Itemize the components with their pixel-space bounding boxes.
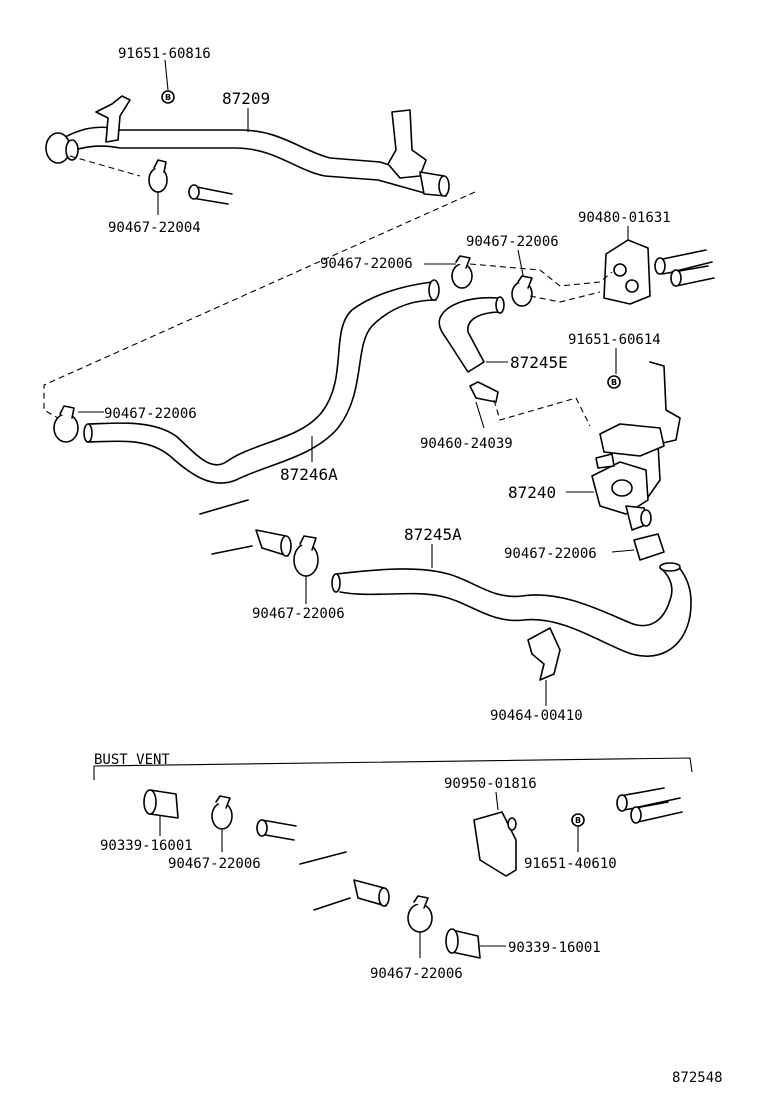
pipe-stub-bust-2 (313, 879, 390, 911)
label-90467-22004: 90467-22004 (108, 220, 201, 236)
label-90950-01816: 90950-01816 (444, 776, 537, 792)
label-90339-16001-a: 90339-16001 (100, 838, 193, 854)
clamp-90467-22006-g (407, 895, 433, 958)
label-87245A: 87245A (404, 525, 462, 544)
cap-90339-16001-b (445, 928, 506, 959)
hose-87245E (438, 296, 505, 373)
figure-number: 872548 (672, 1070, 723, 1086)
svg-text:B: B (575, 816, 581, 825)
clamp-90467-22006-e (293, 535, 319, 604)
section-bracket (93, 757, 693, 780)
label-90467-22006-b: 90467-22006 (320, 256, 413, 272)
label-87240: 87240 (508, 483, 556, 502)
water-pipe-87209 (45, 95, 450, 197)
label-90467-22006-d: 90467-22006 (504, 546, 597, 562)
label-90467-22006-c: 90467-22006 (104, 406, 197, 422)
clamp-90467-22006-d (611, 533, 665, 561)
label-90339-16001-b: 90339-16001 (508, 940, 601, 956)
cover-90950-01816 (473, 791, 517, 877)
label-90467-22006-e: 90467-22006 (252, 606, 345, 622)
clamp-90467-22006-b (424, 255, 473, 289)
label-87245E: 87245E (510, 353, 568, 372)
section-title: BUST VENT (94, 752, 170, 768)
clamp-90467-22004 (148, 159, 233, 215)
label-90467-22006-a: 90467-22006 (466, 234, 559, 250)
label-87209: 87209 (222, 89, 270, 108)
svg-text:B: B (611, 378, 617, 387)
label-91651-60614: 91651-60614 (568, 332, 661, 348)
label-87246A: 87246A (280, 465, 338, 484)
label-91651-60816: 91651-60816 (118, 46, 211, 62)
svg-text:B: B (165, 93, 171, 102)
clamp-90467-22006-f (211, 795, 233, 852)
label-90467-22006-g: 90467-22006 (370, 966, 463, 982)
valve-87240 (591, 361, 681, 531)
label-90464-00410: 90464-00410 (490, 708, 583, 724)
cap-90339-16001-a (143, 789, 179, 836)
hose-87246A (83, 279, 440, 484)
clamp-90467-22006-c (53, 405, 104, 443)
pipe-stub-bust-1 (256, 819, 297, 841)
label-91651-40610: 91651-40610 (524, 856, 617, 872)
hose-87245A (331, 562, 692, 657)
label-90480-01631: 90480-01631 (578, 210, 671, 226)
clip-90464-00410 (527, 627, 561, 706)
gasket-90480-01631 (603, 226, 715, 305)
label-90467-22006-f: 90467-22006 (168, 856, 261, 872)
label-90460-24039: 90460-24039 (420, 436, 513, 452)
clip-90460-24039 (469, 381, 591, 429)
pipe-stubs-bust-right (616, 787, 683, 824)
pipe-stub-upper (211, 529, 292, 557)
bolt-icon-91651-60614: B (607, 348, 621, 389)
clamp-90467-22006-a (511, 249, 533, 307)
bolt-icon-91651-40610: B (571, 813, 585, 852)
bolt-icon-91651-60816: B (161, 59, 175, 104)
